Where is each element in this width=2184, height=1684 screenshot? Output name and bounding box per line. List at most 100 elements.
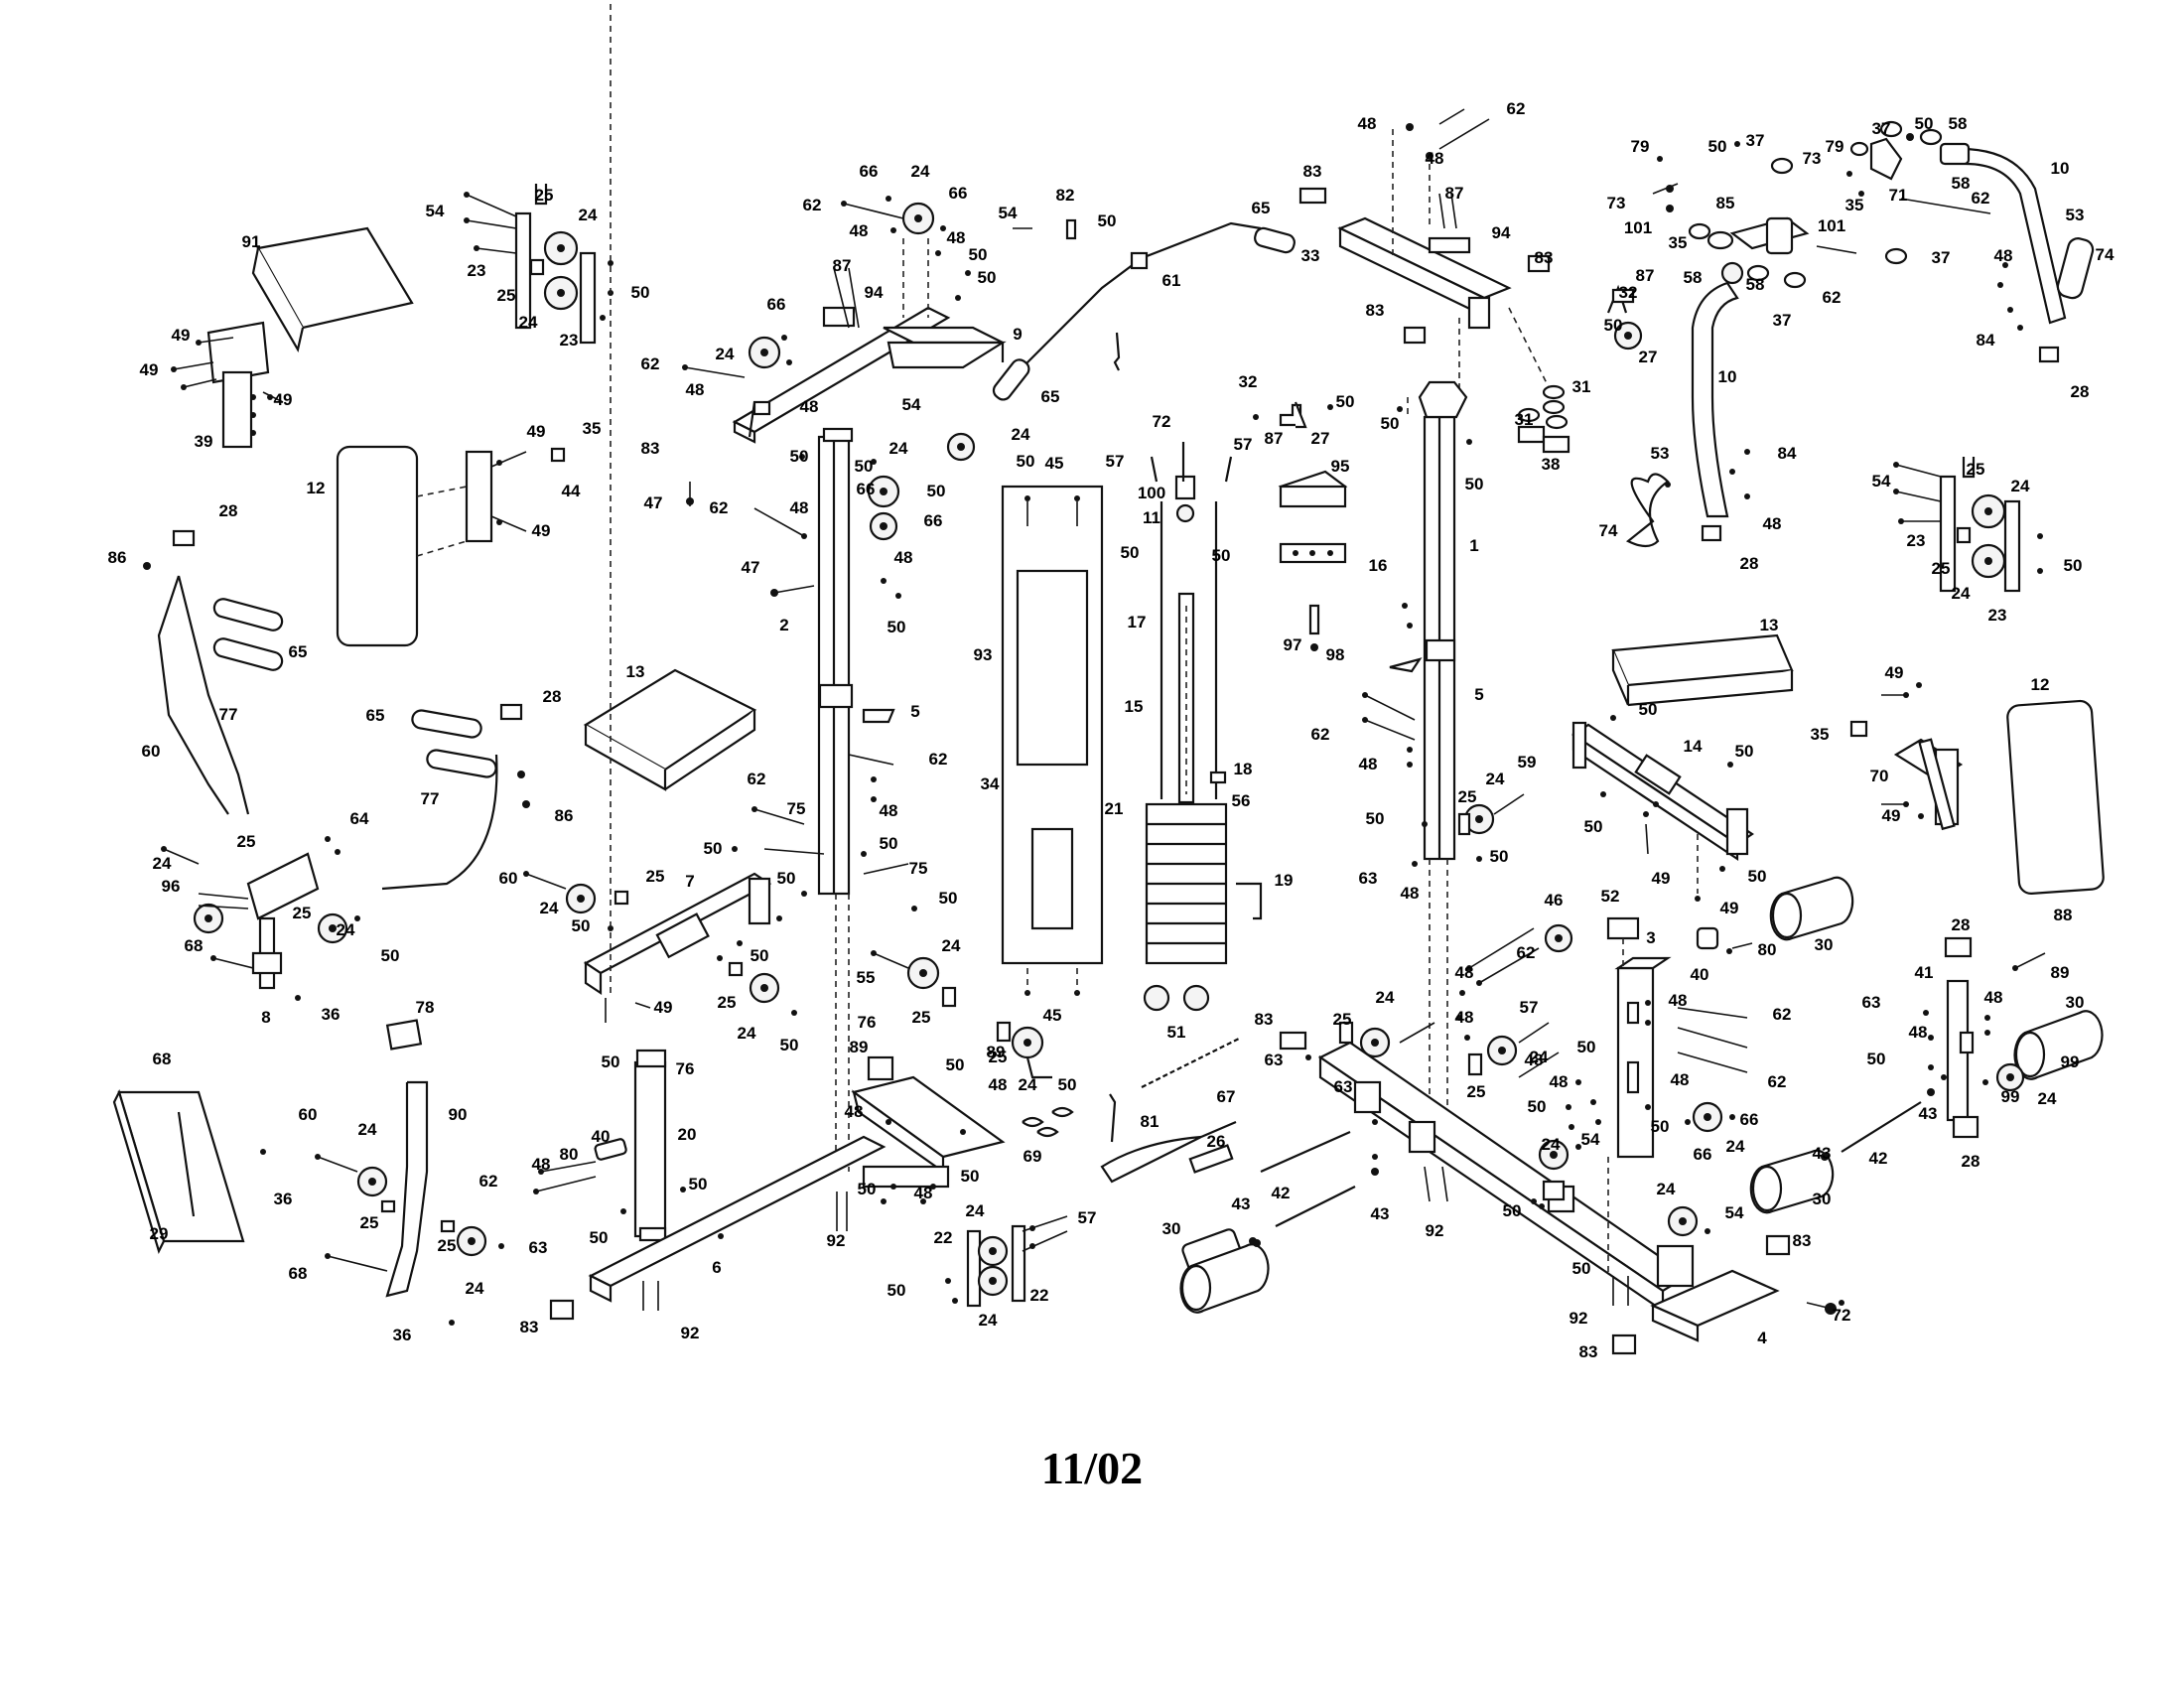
callout-23: 23 (1907, 531, 1926, 550)
callout-50: 50 (887, 1281, 906, 1300)
callout-50: 50 (704, 839, 723, 858)
callout-23: 23 (560, 331, 579, 350)
callout-13: 13 (1760, 616, 1779, 634)
callout-53: 53 (2066, 206, 2085, 224)
callout-30: 30 (2066, 993, 2085, 1012)
callout-40: 40 (592, 1127, 611, 1146)
callout-66: 66 (857, 480, 876, 498)
callout-7: 7 (685, 872, 694, 891)
callout-48: 48 (989, 1075, 1008, 1094)
callout-24: 24 (911, 162, 930, 181)
callout-54: 54 (426, 202, 445, 220)
callout-101: 101 (1624, 218, 1652, 237)
callout-48: 48 (1994, 246, 2013, 265)
callout-96: 96 (162, 877, 181, 896)
callout-52: 52 (1601, 887, 1620, 906)
callout-37: 37 (1932, 248, 1951, 267)
callout-48: 48 (1455, 963, 1474, 982)
callout-50: 50 (880, 834, 898, 853)
callout-35: 35 (1845, 196, 1864, 214)
callout-58: 58 (1949, 114, 1968, 133)
callout-43: 43 (1813, 1144, 1832, 1163)
callout-56: 56 (1232, 791, 1251, 810)
callout-31: 31 (1572, 377, 1591, 396)
callout-86: 86 (555, 806, 574, 825)
seat-pad-13-right (1611, 633, 1794, 707)
callout-50: 50 (1735, 742, 1754, 761)
callout-27: 27 (1311, 429, 1330, 448)
callout-57: 57 (1520, 998, 1539, 1017)
callout-62: 62 (1773, 1005, 1792, 1024)
callout-83: 83 (1535, 248, 1554, 267)
callout-62: 62 (641, 354, 660, 373)
callout-24: 24 (153, 854, 172, 873)
callout-31: 31 (1515, 410, 1534, 429)
pulley-bracket-23-right (1893, 457, 2043, 593)
callout-48: 48 (1763, 514, 1782, 533)
upright-20 (533, 1049, 686, 1242)
callout-71: 71 (1889, 186, 1908, 205)
callout-28: 28 (1952, 915, 1971, 934)
callout-76: 76 (676, 1059, 695, 1078)
callout-50: 50 (1503, 1201, 1522, 1220)
seat-pad-13-left (583, 668, 757, 791)
callout-50: 50 (790, 447, 809, 466)
callout-5: 5 (910, 702, 919, 721)
callout-21: 21 (1105, 799, 1124, 818)
callout-50: 50 (939, 889, 958, 908)
callout-50: 50 (780, 1036, 799, 1054)
callout-50: 50 (1017, 452, 1035, 471)
callout-50: 50 (969, 245, 988, 264)
callout-48: 48 (1359, 755, 1378, 773)
callout-49: 49 (527, 422, 546, 441)
callout-59: 59 (1518, 753, 1537, 772)
callout-68: 68 (289, 1264, 308, 1283)
callout-74: 74 (2096, 245, 2115, 264)
callout-50: 50 (1572, 1259, 1591, 1278)
callout-25: 25 (646, 867, 665, 886)
callout-73: 73 (1803, 149, 1822, 168)
callout-48: 48 (914, 1184, 933, 1202)
callout-47: 47 (644, 493, 663, 512)
callout-24: 24 (966, 1201, 985, 1220)
callout-17: 17 (1128, 613, 1147, 632)
callout-90: 90 (449, 1105, 468, 1124)
callout-62: 62 (1517, 943, 1536, 962)
callout-41: 41 (1915, 963, 1934, 982)
callout-63: 63 (1334, 1077, 1353, 1096)
callout-25: 25 (912, 1008, 931, 1027)
callout-12: 12 (307, 479, 326, 497)
callout-89: 89 (2051, 963, 2070, 982)
callout-66: 66 (1694, 1145, 1712, 1164)
callout-45: 45 (1043, 1006, 1062, 1025)
callout-84: 84 (1778, 444, 1797, 463)
callout-80: 80 (1758, 940, 1777, 959)
callout-57: 57 (1106, 452, 1125, 471)
callout-49: 49 (1882, 806, 1901, 825)
callout-11: 11 (1143, 508, 1160, 527)
roller-30-lower-right (1749, 1088, 1935, 1214)
callout-83: 83 (641, 439, 660, 458)
callout-24: 24 (2038, 1089, 2057, 1108)
callout-5: 5 (1474, 685, 1483, 704)
callout-92: 92 (681, 1324, 700, 1342)
callout-63: 63 (1265, 1051, 1284, 1069)
callout-50: 50 (1336, 392, 1355, 411)
callout-48: 48 (686, 380, 705, 399)
callout-24: 24 (889, 439, 908, 458)
top-frame-9 (682, 196, 1007, 444)
callout-84: 84 (1977, 331, 1995, 350)
callout-35: 35 (1669, 233, 1688, 252)
callout-8: 8 (261, 1008, 270, 1027)
callout-50: 50 (1490, 847, 1509, 866)
callout-61: 61 (1162, 271, 1181, 290)
callout-49: 49 (1885, 663, 1904, 682)
callout-50: 50 (1366, 809, 1385, 828)
top-beam-33 (1298, 108, 1551, 397)
callout-2: 2 (779, 616, 788, 634)
callout-19: 19 (1275, 871, 1294, 890)
callout-50: 50 (961, 1167, 980, 1186)
callout-50: 50 (1577, 1038, 1596, 1056)
callout-91: 91 (242, 232, 261, 251)
callout-64: 64 (350, 809, 369, 828)
